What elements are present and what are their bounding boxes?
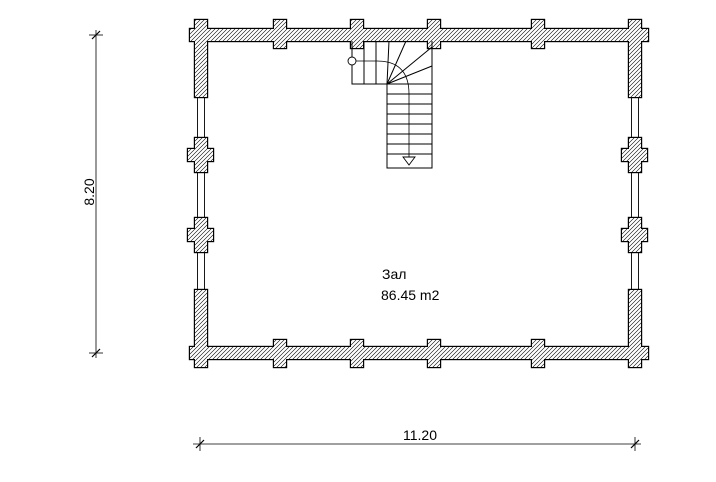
bottom-wall-joint-2-hatch xyxy=(351,340,363,367)
right-window-1 xyxy=(631,96,639,139)
left-window-1 xyxy=(197,96,205,139)
bottom-wall-joint-1-hatch xyxy=(274,340,286,367)
stair-start-circle xyxy=(347,56,357,66)
staircase xyxy=(347,40,433,169)
left-wall-lower-hatch xyxy=(195,290,207,367)
dimension-vertical: 8.20 xyxy=(81,30,103,358)
right-window-2 xyxy=(631,171,639,219)
left-wall-joint-2-arm-hatch xyxy=(188,229,213,241)
top-wall-joint-4-hatch xyxy=(532,20,544,48)
right-wall-joint-1-arm-hatch xyxy=(622,149,647,161)
stair-outline xyxy=(351,41,433,169)
bottom-wall-joint-3-hatch xyxy=(428,340,440,367)
room-label: Зал 86.45 m2 xyxy=(381,266,440,303)
stair-direction-arrow xyxy=(402,156,416,166)
stair-winder-2 xyxy=(386,40,407,85)
stair-winder-3 xyxy=(386,46,433,85)
right-wall-upper-hatch xyxy=(629,20,641,97)
room-name: Зал xyxy=(382,266,406,282)
right-wall-joint-2-arm-hatch xyxy=(622,229,647,241)
dimension-vertical-tick-top xyxy=(91,30,101,40)
top-wall-joint-3-hatch xyxy=(428,20,440,48)
stair-winder-4 xyxy=(386,65,433,85)
top-wall-joint-1-hatch xyxy=(274,20,286,48)
right-window-3 xyxy=(631,251,639,291)
windows xyxy=(197,96,639,291)
left-wall-upper-hatch xyxy=(195,20,207,97)
left-window-2 xyxy=(197,171,205,219)
wall-hatch-layer xyxy=(188,20,648,367)
right-wall-lower-hatch xyxy=(629,290,641,367)
bottom-wall-hatch xyxy=(190,347,648,359)
dimension-horizontal-tick-left xyxy=(195,439,205,449)
dimension-vertical-tick-bottom xyxy=(91,348,101,358)
stair-walking-line xyxy=(356,60,410,157)
dimension-horizontal-tick-right xyxy=(630,439,640,449)
dimension-horizontal-value: 11.20 xyxy=(403,427,437,443)
dimension-vertical-value: 8.20 xyxy=(81,178,97,205)
top-wall-hatch xyxy=(190,29,648,41)
top-wall-joint-2-hatch xyxy=(351,20,363,48)
room-area: 86.45 m2 xyxy=(381,287,440,303)
left-wall-joint-1-arm-hatch xyxy=(188,149,213,161)
left-window-3 xyxy=(197,251,205,291)
dimension-horizontal: 11.20 xyxy=(193,427,641,451)
bottom-wall-joint-4-hatch xyxy=(532,340,544,367)
